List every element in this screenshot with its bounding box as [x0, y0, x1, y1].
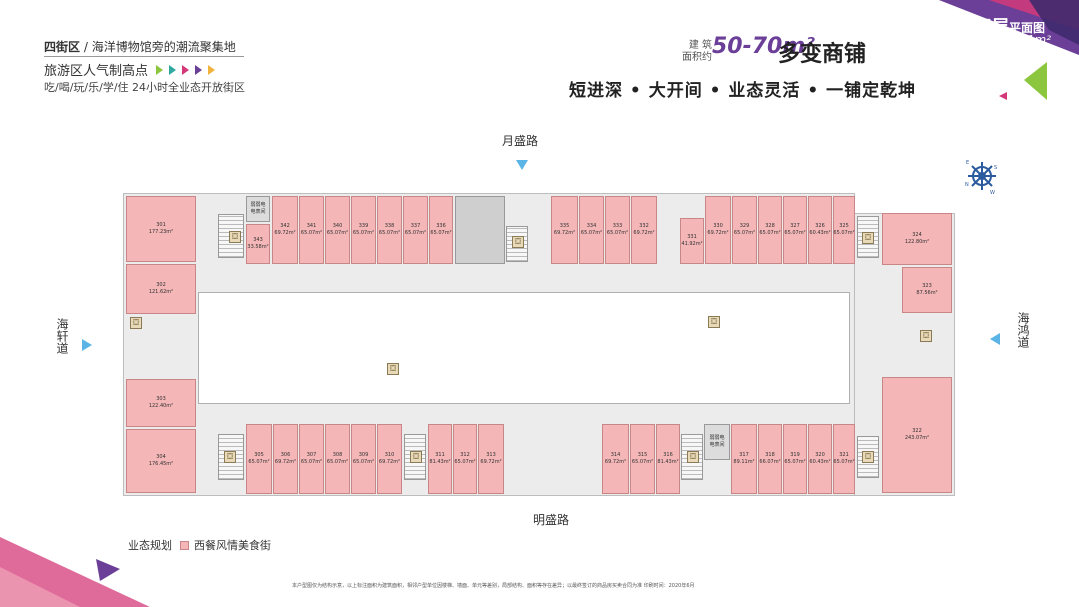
arrow-down-icon	[516, 160, 528, 170]
corner-decoration-bottom-left	[0, 537, 150, 607]
arrow-left-icon	[990, 333, 1000, 345]
floor-badge-area-label: 建筑面积约	[991, 36, 1004, 57]
area-description: 多变商铺	[778, 42, 867, 67]
road-north-label: 月盛路	[502, 134, 539, 148]
service-room-north: 弱弱电 电表间	[246, 196, 270, 222]
svg-text:W: W	[990, 190, 995, 196]
svg-text:E: E	[966, 160, 969, 166]
legend-label: 业态规划	[128, 539, 172, 552]
central-courtyard	[198, 292, 850, 404]
disclaimer: 本户型图仅为结构示意，以上标注面积为建筑面积，相邻户型单位因楼梯、墙面、单元等差…	[292, 583, 695, 589]
legend: 业态规划 西餐风情美食街	[128, 537, 271, 553]
restroom-core	[455, 196, 505, 264]
elevator-icon: ⛋	[687, 451, 699, 463]
legend-swatch	[180, 540, 189, 550]
floor-badge-area: 3424.61m²	[984, 33, 1051, 47]
district-activities: 吃/喝/玩/乐/学/住 24小时全业态开放街区	[44, 81, 246, 94]
stair-ne	[857, 216, 879, 258]
district-header: 四街区 / 海洋博物馆旁的潮流聚集地	[44, 40, 236, 54]
road-east-label: 海鸿道	[1016, 312, 1030, 348]
elevator-icon: ⛋	[224, 451, 236, 463]
elevator-icon: ⛋	[387, 363, 399, 375]
compass-icon: E S N W	[965, 160, 997, 196]
elevator-icon: ⛋	[512, 236, 524, 248]
corner-decoration-top-right	[939, 0, 1079, 100]
svg-text:N: N	[965, 182, 969, 188]
elevator-icon: ⛋	[920, 330, 932, 342]
arrow-right-icon	[82, 339, 92, 351]
area-range: 50-70m²	[712, 34, 815, 59]
elevator-icon: ⛋	[708, 316, 720, 328]
decorative-triangles	[156, 64, 221, 79]
svg-text:S: S	[994, 165, 997, 171]
header-divider	[44, 56, 244, 57]
legend-item: 西餐风情美食街	[194, 539, 271, 552]
elevator-icon: ⛋	[410, 451, 422, 463]
elevator-icon: ⛋	[862, 232, 874, 244]
service-room-south: 弱弱电 电表间	[704, 424, 730, 460]
elevator-icon: ⛋	[862, 451, 874, 463]
road-south-label: 明盛路	[533, 513, 570, 527]
floor-badge-title: 三层平面图	[974, 17, 1045, 37]
slogan: 短进深 • 大开间 • 业态灵活 • 一铺定乾坤	[569, 81, 917, 101]
elevator-icon: ⛋	[229, 231, 241, 243]
district-subtitle: 旅游区人气制高点	[44, 60, 221, 79]
elevator-icon: ⛋	[130, 317, 142, 329]
road-west-label: 海轩道	[55, 318, 69, 354]
area-label: 建 筑面积约	[682, 40, 712, 63]
